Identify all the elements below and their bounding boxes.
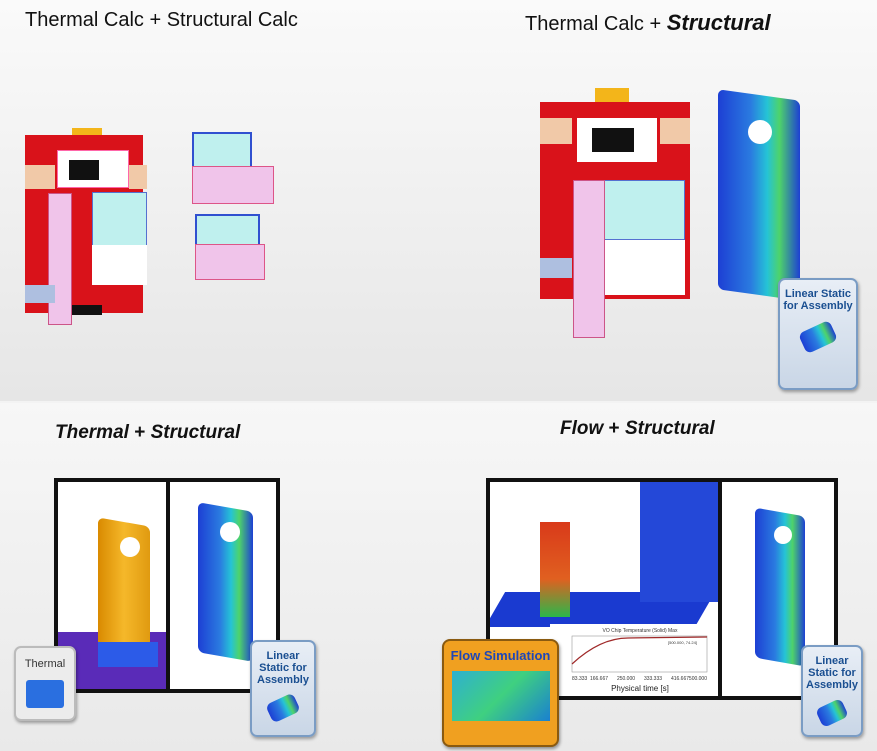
thermal-structural-frame	[54, 478, 280, 693]
bottom-left-title: Thermal + Structural	[55, 422, 240, 444]
assembly-icon	[797, 319, 839, 355]
linear-static-badge: Linear Static for Assembly	[778, 278, 858, 390]
x-tick-label: 250.000	[617, 676, 635, 682]
badge-label: Flow Simulation	[450, 648, 551, 663]
badge-label: Linear Static for Assembly	[257, 650, 309, 686]
chip-region	[92, 192, 147, 250]
chart-title: VO Chip Temperature (Solid) Max	[603, 628, 678, 634]
heatsink-block	[595, 88, 629, 102]
lower-window	[597, 240, 685, 295]
part-hole	[748, 120, 772, 144]
linear-static-badge: Linear Static for Assembly	[250, 640, 316, 737]
pad-left	[25, 165, 55, 189]
pad-left	[540, 118, 572, 144]
x-tick-label: 416.667	[671, 676, 689, 682]
thermal-badge: Thermal	[14, 646, 76, 721]
pad-right	[660, 118, 690, 144]
part-hole	[774, 526, 792, 544]
pad-right	[129, 165, 147, 189]
frame-divider	[718, 482, 722, 696]
thermal-diagram-right	[535, 88, 695, 338]
title-plus: +	[603, 418, 625, 439]
pink-column	[573, 180, 605, 338]
flow-simulation-badge: Flow Simulation	[442, 639, 559, 747]
bottom-right-title: Flow + Structural	[560, 418, 715, 440]
flow-icon	[451, 671, 550, 721]
badge-label: Linear Static for Assembly	[806, 655, 858, 691]
chip-region	[597, 180, 685, 240]
title-b: Structural	[150, 422, 241, 443]
x-tick-label: 333.333	[644, 676, 662, 682]
pad-blue	[25, 285, 55, 303]
label-box	[69, 160, 99, 180]
assembly-icon	[815, 698, 849, 728]
badge-label: Linear Static for Assembly	[783, 288, 853, 312]
flow-part-model	[540, 522, 570, 617]
top-left-title: Thermal Calc + Structural Calc	[25, 9, 298, 31]
pad-blue	[540, 258, 572, 278]
flow-wall	[640, 482, 720, 602]
point-annotation: [500.000, 74.24]	[668, 640, 697, 645]
chip-box-2	[195, 214, 260, 249]
temperature-curve	[571, 636, 708, 665]
part-base	[98, 642, 158, 667]
bottom-panel: Thermal + Structural Flow + Structural T…	[0, 403, 877, 751]
top-right-title: Thermal Calc + Structural	[525, 10, 771, 36]
label-box	[592, 128, 634, 152]
assembly-icon	[265, 692, 301, 724]
x-axis-label: Physical time [s]	[611, 684, 669, 693]
x-tick-label: 166.667	[590, 676, 608, 682]
bottom-label	[72, 305, 102, 315]
temperature-chart: VO Chip Temperature (Solid) Max [500.000…	[550, 624, 716, 694]
pink-box-2	[195, 244, 265, 280]
linear-static-badge: Linear Static for Assembly	[801, 645, 863, 737]
frame-divider	[166, 482, 170, 689]
thermal-icon	[26, 680, 64, 708]
pink-box-1	[192, 166, 274, 204]
top-panel: Thermal Calc + Structural Calc Thermal C…	[0, 0, 877, 401]
title-b: Structural	[624, 418, 715, 439]
thermal-diagram-left	[22, 125, 147, 325]
title-emphasis: Structural	[666, 10, 771, 35]
lower-window	[92, 245, 147, 285]
part-hole	[220, 522, 240, 542]
plot-area	[571, 635, 708, 673]
pink-column	[48, 193, 72, 325]
x-tick-label: 500.000	[689, 676, 707, 682]
badge-label: Thermal	[24, 658, 66, 670]
title-a: Thermal	[55, 422, 129, 443]
title-plus: +	[128, 422, 151, 443]
part-hole	[120, 537, 140, 557]
title-prefix: Thermal Calc +	[525, 13, 667, 35]
title-a: Flow	[560, 418, 604, 439]
x-tick-label: 83.333	[572, 676, 588, 682]
